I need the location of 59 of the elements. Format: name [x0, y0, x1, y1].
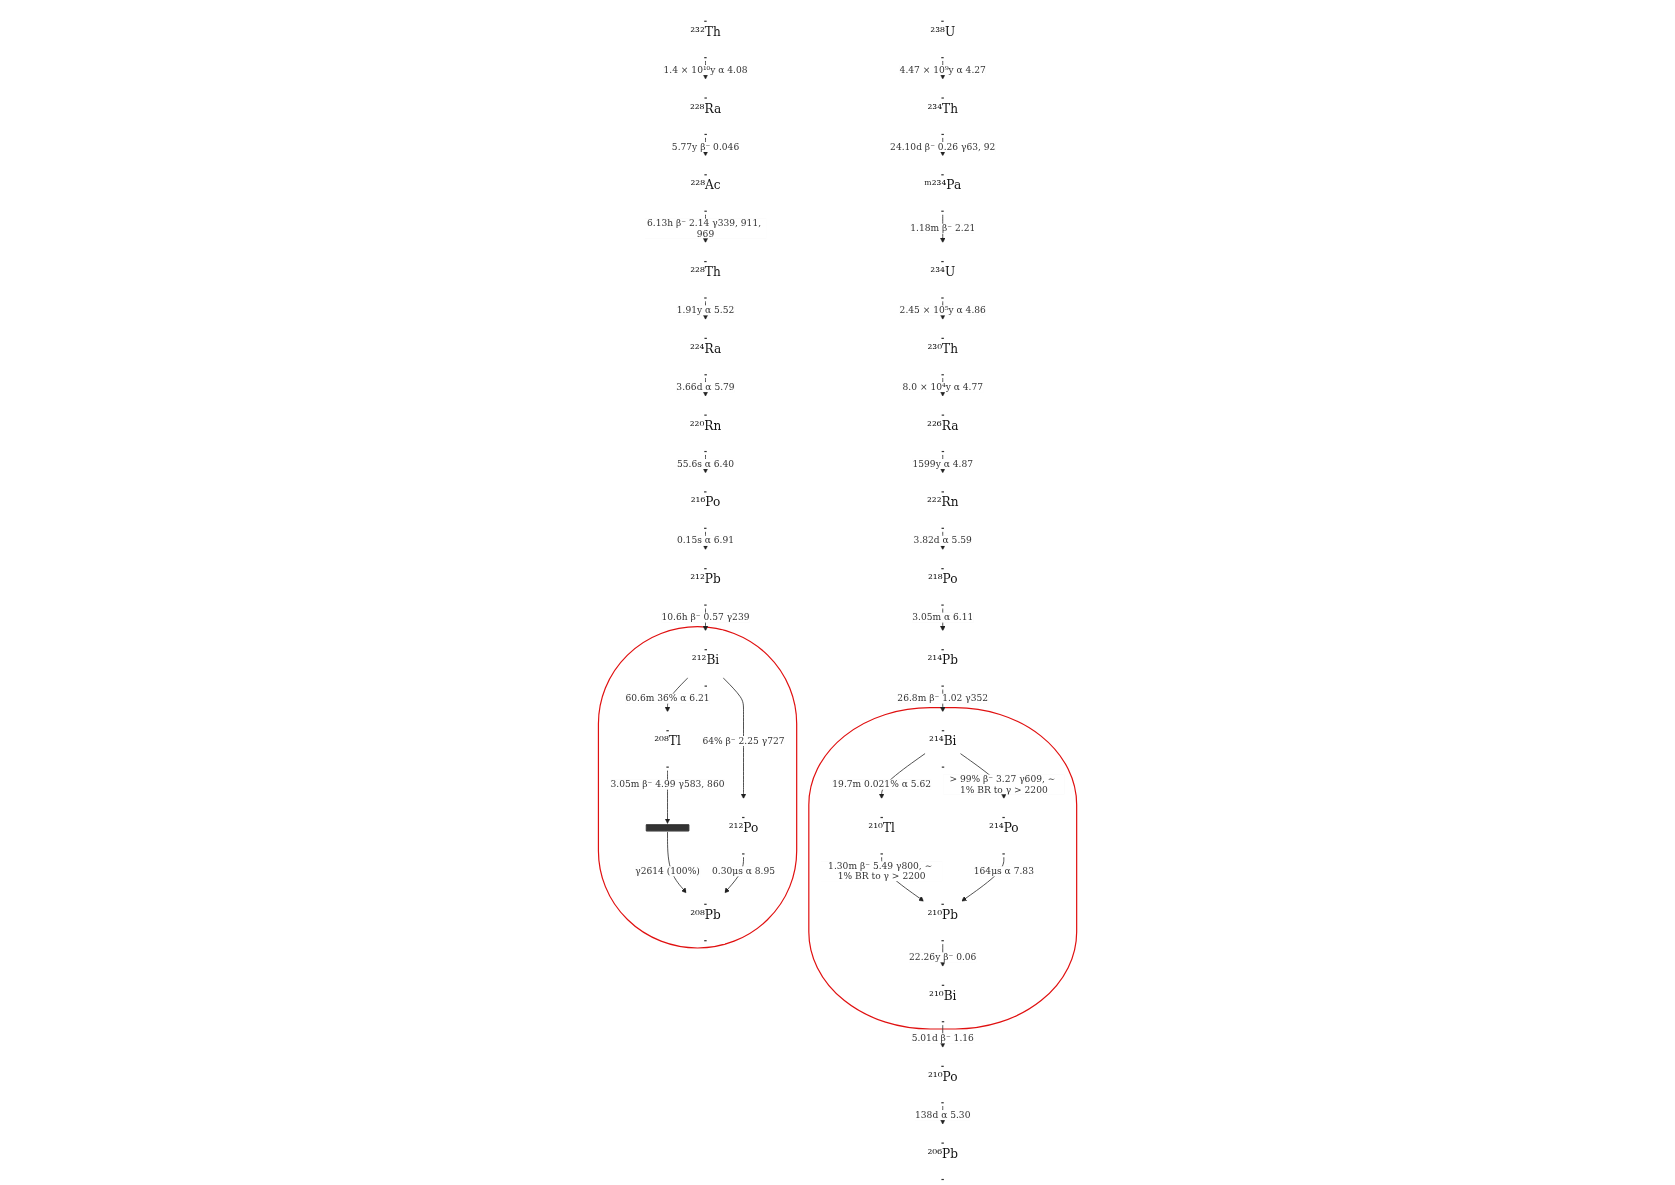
node-text: ²²⁶Ra — [927, 418, 959, 433]
node-text: ²³⁸U — [930, 24, 956, 39]
edge-label: 3.05m α 6.11 — [912, 611, 974, 623]
edge-label: 1.91y α 5.52 — [676, 304, 735, 316]
node-text: ²¹⁰Pb — [927, 907, 958, 922]
node-text: ²¹⁴Bi — [929, 733, 957, 749]
node-text: ²¹²Bi — [691, 652, 720, 668]
edge-label: 3.66d α 5.79 — [676, 381, 735, 393]
node-text: ²¹⁴Pb — [927, 652, 958, 668]
node-text: ²¹⁶Po — [690, 494, 721, 510]
node-text: ²²⁴Ra — [689, 341, 722, 356]
edge-label: 5.77y β⁻ 0.046 — [671, 141, 740, 153]
node-text: ²¹⁴Po — [989, 820, 1019, 836]
edge-label: 164μs α 7.83 — [973, 865, 1034, 877]
edge-label: 22.26y β⁻ 0.06 — [909, 951, 977, 963]
edge-label: 60.6m 36% α 6.21 — [625, 692, 710, 704]
node-text: ᵐ²³⁴Pa — [924, 177, 962, 193]
node-text: ²¹²Pb — [690, 571, 721, 587]
edge-label: 64% β⁻ 2.25 γ727 — [702, 735, 785, 747]
edge-label: γ2614 (100%) — [635, 865, 700, 877]
edge-label: 0.15s α 6.91 — [676, 535, 735, 546]
edge-label: 19.7m 0.021% α 5.62 — [832, 778, 931, 790]
node-text: ²¹⁰Tl — [868, 820, 895, 836]
edge-label: 8.0 × 10⁴y α 4.77 — [902, 381, 983, 393]
node-text: ²³²Th — [690, 24, 721, 39]
node-text: ²¹²Po — [728, 820, 759, 836]
edge-label: 3.05m β⁻ 4.99 γ583, 860 — [610, 778, 725, 790]
node-text: ²²⁸Ac — [690, 177, 721, 193]
node-text: ²⁰⁸Pb — [690, 907, 721, 922]
node-text: ²¹⁰Bi — [929, 988, 957, 1003]
cluster — [597, 626, 798, 949]
node-text: ²²²Rn — [926, 494, 959, 510]
edge-label: 26.8m β⁻ 1.02 γ352 — [897, 692, 989, 704]
node-text: ²³⁴Th — [927, 101, 958, 116]
edge-label: > 99% β⁻ 3.27 γ609, ∼ 1% BR to γ > 2200 — [949, 773, 1056, 795]
node-text: ²³⁴U — [930, 264, 956, 280]
node-text: ²¹⁰Po — [927, 1069, 958, 1084]
edge-label: 1599y α 4.87 — [912, 458, 973, 470]
edge-label: 2.45 × 10⁵y α 4.86 — [899, 304, 986, 316]
edge-label: 55.6s α 6.40 — [676, 458, 735, 470]
edge-label: 3.82d α 5.59 — [913, 535, 972, 546]
edge-label: 1.4 × 10¹⁰y α 4.08 — [663, 64, 748, 76]
edge-label: 4.47 × 10⁹y α 4.27 — [899, 64, 986, 76]
node-text: ²²⁰Rn — [689, 418, 722, 433]
edge-label: 0.30μs α 8.95 — [711, 865, 775, 877]
edge-label: 1.30m β⁻ 5.49 γ800, ∼ 1% BR to γ > 2200 — [828, 860, 933, 882]
node-text: ²¹⁸Po — [927, 571, 958, 587]
edge-label: 138d α 5.30 — [914, 1109, 971, 1121]
node-text: ²⁰⁶Pb — [927, 1146, 958, 1161]
cluster — [808, 707, 1078, 1030]
node-text: ²²⁸Ra — [689, 101, 722, 116]
edge-label: 6.13h β⁻ 2.14 γ339, 911, 969 — [647, 217, 762, 239]
edge-label: 24.10d β⁻ 0.26 γ63, 92 — [890, 141, 996, 153]
edge-label: 5.01d β⁻ 1.16 — [911, 1032, 974, 1044]
edge-label: 1.18m β⁻ 2.21 — [910, 222, 976, 234]
node-text: ²⁰⁸Tl — [654, 733, 681, 749]
node-text: ²²⁸Th — [690, 264, 721, 280]
edge-label: 10.6h β⁻ 0.57 γ239 — [661, 611, 750, 623]
node-text: ²³⁰Th — [927, 341, 958, 356]
